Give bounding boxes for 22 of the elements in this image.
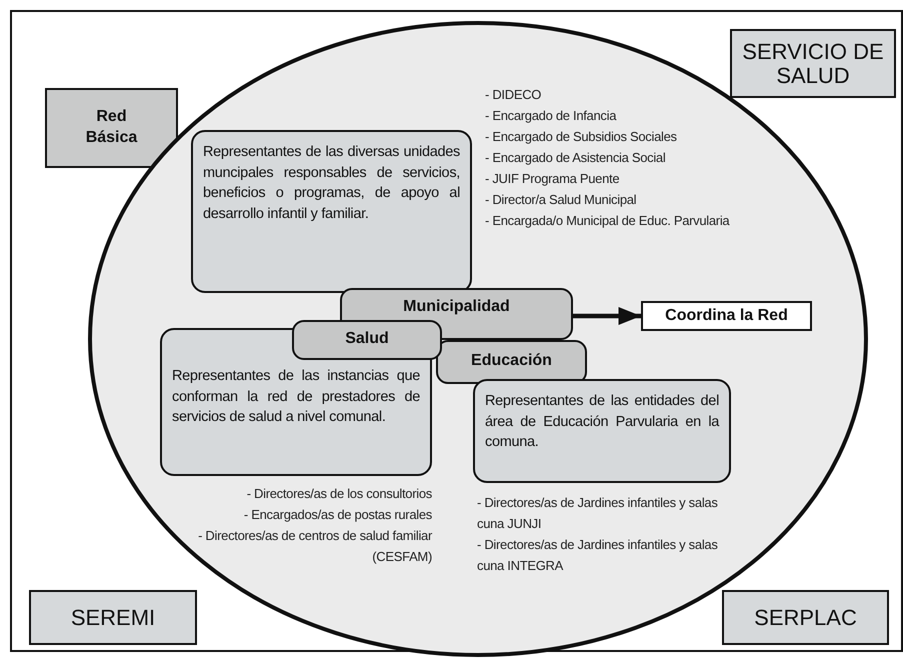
list-item: - Encargado de Infancia bbox=[485, 107, 618, 125]
list-item: - Encargados/as de postas rurales bbox=[242, 506, 432, 524]
tab-label: Salud bbox=[292, 320, 442, 360]
label-box: Coordina la Red bbox=[641, 301, 812, 331]
agency-box: SEREMI bbox=[29, 590, 197, 645]
list-item: - Encargado de Subsidios Sociales bbox=[485, 128, 678, 146]
list-item: - Directores/as de centros de salud familiar (CESFAM) bbox=[197, 527, 432, 566]
list-item: - Encargada/o Municipal de Educ. Parvularia bbox=[485, 212, 731, 230]
description-box: Representantes de las entidades del área de Educación Parvularia en la comuna. bbox=[473, 379, 731, 483]
list-item: - Directores/as de los consultorios bbox=[246, 485, 432, 503]
arrow bbox=[573, 307, 641, 325]
list-item: - JUIF Programa Puente bbox=[485, 170, 620, 188]
list-item: - Directores/as de Jardines infantiles y salas cuna INTEGRA bbox=[477, 536, 719, 575]
agency-box: SERPLAC bbox=[722, 590, 889, 645]
list-item: - DIDECO bbox=[485, 86, 542, 104]
tab-label: Educación bbox=[436, 340, 587, 384]
list-item: - Encargado de Asistencia Social bbox=[485, 149, 666, 167]
list-item: - Directores/as de Jardines infantiles y salas cuna JUNJI bbox=[477, 494, 719, 533]
list-item: - Director/a Salud Municipal bbox=[485, 191, 638, 209]
title-box: Red Básica bbox=[45, 88, 178, 168]
agency-box: SERVICIO DE SALUD bbox=[730, 29, 896, 98]
description-box: Representantes de las diversas unidades muncipales responsables de servicios, beneficios o programas, de apoyo al desarrollo infantil y familiar. bbox=[191, 130, 472, 293]
